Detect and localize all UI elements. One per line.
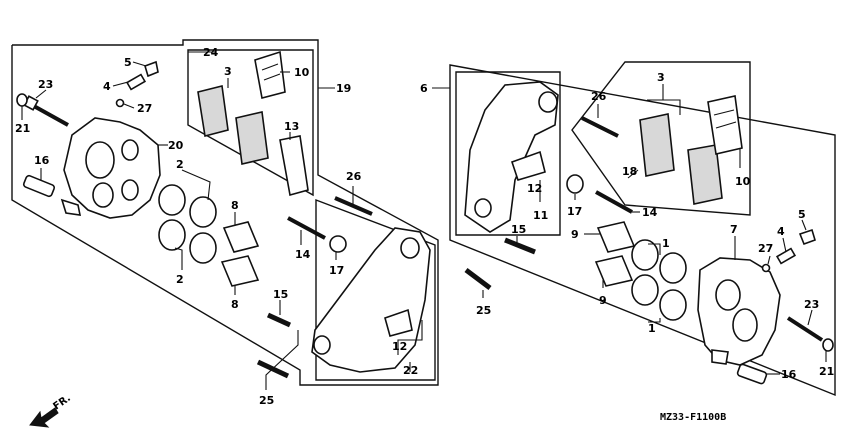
piston-seals-left xyxy=(220,221,260,287)
callout-26-right: 26 xyxy=(591,90,607,103)
bolt-16-right xyxy=(736,363,768,385)
callout-1-upper: 1 xyxy=(662,237,670,250)
pistons-right xyxy=(631,239,687,321)
callout-labels: 24 19 5 10 3 4 27 23 21 20 13 16 2 2 8 8… xyxy=(15,46,834,407)
callout-17-left: 17 xyxy=(329,264,344,277)
pad-clip-left xyxy=(384,308,413,337)
callout-14-left: 14 xyxy=(295,248,311,261)
callout-9-lower: 9 xyxy=(599,294,607,307)
bolt-23-right xyxy=(786,316,824,342)
boot-17-right xyxy=(566,174,584,194)
leader-lines xyxy=(21,51,827,390)
callout-3-right: 3 xyxy=(657,71,665,84)
callout-6: 6 xyxy=(420,82,428,95)
callout-12-right: 12 xyxy=(527,182,542,195)
callout-2-upper: 2 xyxy=(176,158,184,171)
pad-clip-right xyxy=(510,150,546,181)
callout-13: 13 xyxy=(284,120,299,133)
pin-14-right xyxy=(595,190,633,214)
callout-11: 11 xyxy=(533,209,548,222)
right-assembly-frame xyxy=(449,64,836,397)
pad-spring-right xyxy=(707,95,743,155)
front-direction-indicator: FR. xyxy=(29,393,73,428)
callout-22: 22 xyxy=(403,364,418,377)
brake-pads-left xyxy=(197,85,269,165)
callout-1-lower: 1 xyxy=(648,322,656,335)
callout-21-right: 21 xyxy=(819,365,834,378)
bleeder-valve-right xyxy=(761,228,816,273)
caliper-body-right xyxy=(697,257,781,366)
plug-21-left xyxy=(16,93,28,107)
pad-shim-left xyxy=(279,135,309,197)
callout-10-left: 10 xyxy=(294,66,310,79)
callout-7: 7 xyxy=(730,223,738,236)
callout-2-lower: 2 xyxy=(176,273,184,286)
pin-14-left xyxy=(287,216,326,240)
callout-16-left: 16 xyxy=(34,154,50,167)
pad-set-frame-right xyxy=(571,61,751,216)
callout-25-left: 25 xyxy=(259,394,274,407)
pad-spring-left xyxy=(254,50,286,99)
callout-21-left: 21 xyxy=(15,122,30,135)
callout-23-right: 23 xyxy=(804,298,819,311)
callout-5-left: 5 xyxy=(124,56,132,69)
callout-17-right: 17 xyxy=(567,205,582,218)
callout-20: 20 xyxy=(168,139,184,152)
bolt-15-left xyxy=(266,312,292,328)
caliper-body-left xyxy=(60,117,161,219)
callout-27-left: 27 xyxy=(137,102,152,115)
callout-26-left: 26 xyxy=(346,170,362,183)
front-arrow-icon xyxy=(29,407,59,428)
callout-27-right: 27 xyxy=(758,242,773,255)
brake-pads-right xyxy=(639,113,723,205)
caliper-bracket-left xyxy=(311,227,431,373)
piston-seals-right xyxy=(594,221,636,287)
callout-25-right: 25 xyxy=(476,304,491,317)
plug-21-right xyxy=(822,338,834,352)
bolt-16-left xyxy=(22,174,56,198)
pistons-left xyxy=(158,184,217,264)
bolt-25-right xyxy=(464,268,492,290)
caliper-bracket-right xyxy=(464,81,559,233)
callout-8-upper: 8 xyxy=(231,199,239,212)
callout-5-right: 5 xyxy=(798,208,806,221)
bracket-frame-right xyxy=(455,71,561,236)
callout-4-left: 4 xyxy=(103,80,111,93)
callout-23-left: 23 xyxy=(38,78,53,91)
front-label: FR. xyxy=(51,393,72,413)
callout-10-right: 10 xyxy=(735,175,751,188)
bleeder-valve-left xyxy=(115,60,159,108)
callout-16-right: 16 xyxy=(781,368,797,381)
callout-9-upper: 9 xyxy=(571,228,579,241)
callout-15-right: 15 xyxy=(511,223,526,236)
callout-24: 24 xyxy=(203,46,219,59)
callout-15-left: 15 xyxy=(273,288,288,301)
bolt-26-left xyxy=(334,196,373,216)
callout-18: 18 xyxy=(622,165,637,178)
callout-4-right: 4 xyxy=(777,225,785,238)
callout-12-left: 12 xyxy=(392,340,407,353)
bolt-15-right xyxy=(504,237,536,255)
bolt-23-left xyxy=(23,95,69,127)
callout-3-left: 3 xyxy=(224,65,232,78)
callout-14-right: 14 xyxy=(642,206,658,219)
diagram-code: MZ33-F1100B xyxy=(660,412,726,423)
callout-8-lower: 8 xyxy=(231,298,239,311)
boot-17-left xyxy=(329,235,347,253)
bolt-26-right xyxy=(581,116,619,138)
left-assembly-frame xyxy=(11,39,439,386)
pad-set-frame-left xyxy=(187,49,314,197)
callout-19: 19 xyxy=(336,82,351,95)
